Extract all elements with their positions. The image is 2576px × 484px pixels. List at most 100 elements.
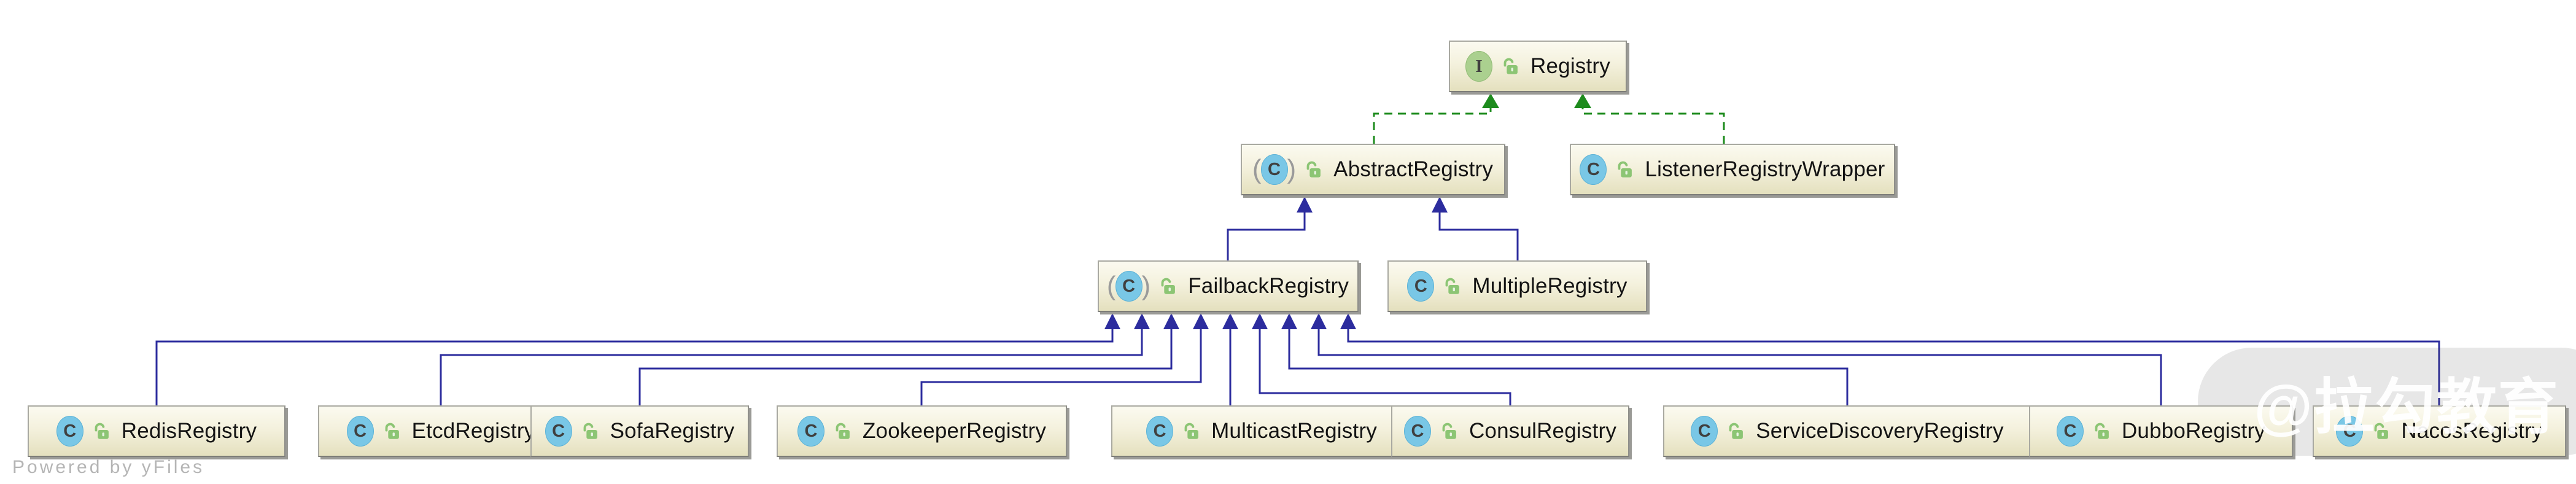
extends-edge-failback-registry-to-abstract-registry[interactable] (1227, 197, 1313, 260)
implements-arrowhead (1482, 93, 1499, 108)
class-name-label: ZookeeperRegistry (862, 419, 1047, 443)
class-name-label: Registry (1530, 54, 1610, 78)
class-node-sofa-registry[interactable]: C SofaRegistry (530, 405, 749, 457)
class-letter-badge: C (1115, 271, 1143, 302)
lock-icon (1503, 58, 1518, 74)
class-node-abstract-registry[interactable]: (C) AbstractRegistry (1241, 144, 1505, 195)
class-icon: C (1403, 416, 1431, 447)
lock-icon (2374, 423, 2389, 439)
class-letter-badge: C (346, 416, 374, 447)
interface-icon: I (1465, 51, 1493, 82)
class-node-etcd-registry[interactable]: C EtcdRegistry (318, 405, 564, 457)
class-icon: C (2336, 416, 2364, 447)
lock-icon (1729, 423, 1744, 439)
class-letter-badge: C (56, 416, 83, 447)
class-node-dubbo-registry[interactable]: C DubboRegistry (2029, 405, 2293, 457)
class-name-label: EtcdRegistry (411, 419, 535, 443)
class-node-multicast-registry[interactable]: C MulticastRegistry (1111, 405, 1412, 457)
lock-icon (1442, 423, 1456, 439)
class-node-zookeeper-registry[interactable]: C ZookeeperRegistry (777, 405, 1067, 457)
abstract-marker-open: ( (1252, 154, 1262, 184)
class-icon: C (797, 416, 824, 447)
class-letter-badge: C (545, 416, 572, 447)
extends-edge-redis-registry-to-failback-registry[interactable] (155, 313, 1120, 405)
extends-arrowhead (1297, 197, 1313, 213)
class-letter-badge: C (2056, 416, 2084, 447)
lock-icon (1618, 161, 1632, 178)
extends-edge-service-discovery-registry-to-failback-registry[interactable] (1281, 313, 1849, 405)
class-node-nacos-registry[interactable]: C NacosRegistry (2313, 405, 2566, 457)
class-letter-badge: C (1580, 154, 1607, 185)
class-name-label: ServiceDiscoveryRegistry (1756, 419, 2004, 443)
extends-arrowhead (1163, 313, 1179, 329)
abstract-marker-close: ) (1287, 154, 1297, 184)
lock-icon (2095, 423, 2109, 439)
extends-arrowhead (1252, 313, 1268, 329)
class-name-label: SofaRegistry (610, 419, 735, 443)
class-letter-badge: C (1691, 416, 1718, 447)
lock-icon (1161, 278, 1176, 294)
class-icon: C (346, 416, 374, 447)
extends-edge-dubbo-registry-to-failback-registry[interactable] (1311, 313, 2162, 405)
class-letter-badge: C (1260, 154, 1288, 185)
class-icon: (C) (1252, 154, 1297, 185)
class-icon: (C) (1106, 271, 1150, 302)
class-name-label: ListenerRegistryWrapper (1645, 157, 1885, 181)
class-node-failback-registry[interactable]: (C) FailbackRegistry (1098, 260, 1359, 312)
extends-arrowhead (1281, 313, 1297, 329)
class-icon: C (2056, 416, 2084, 447)
lock-icon (1445, 278, 1460, 294)
class-icon: C (1146, 416, 1174, 447)
class-letter-badge: C (1403, 416, 1431, 447)
class-node-consul-registry[interactable]: C ConsulRegistry (1391, 405, 1629, 457)
extends-edge-zookeeper-registry-to-failback-registry[interactable] (920, 313, 1209, 405)
extends-arrowhead (1340, 313, 1356, 329)
class-name-label: AbstractRegistry (1333, 157, 1494, 181)
extends-edge-etcd-registry-to-failback-registry[interactable] (440, 313, 1150, 405)
extends-edge-sofa-registry-to-failback-registry[interactable] (638, 313, 1179, 405)
class-letter-badge: C (797, 416, 824, 447)
powered-by-yfiles-label: Powered by yFiles (12, 457, 205, 477)
lock-icon (1184, 423, 1198, 439)
extends-edge-consul-registry-to-failback-registry[interactable] (1252, 313, 1511, 405)
extends-arrowhead (1193, 313, 1209, 329)
class-name-label: ConsulRegistry (1468, 419, 1617, 443)
class-letter-badge: C (2336, 416, 2364, 447)
class-icon: C (1691, 416, 1718, 447)
class-name-label: DubboRegistry (2121, 419, 2266, 443)
class-node-multiple-registry[interactable]: C MultipleRegistry (1387, 260, 1647, 312)
extends-edge-nacos-registry-to-failback-registry[interactable] (1340, 313, 2440, 405)
lock-icon (583, 423, 597, 439)
implements-edge-abstract-registry-to-registry[interactable] (1373, 93, 1499, 144)
class-letter-badge: C (1146, 416, 1174, 447)
class-icon: C (545, 416, 572, 447)
lock-icon (836, 423, 850, 439)
class-name-label: RedisRegistry (121, 419, 257, 443)
implements-arrowhead (1574, 93, 1591, 108)
class-node-registry[interactable]: I Registry (1449, 41, 1627, 92)
class-name-label: FailbackRegistry (1188, 274, 1349, 298)
class-node-service-discovery-registry[interactable]: C ServiceDiscoveryRegistry (1663, 405, 2031, 457)
extends-arrowhead (1104, 313, 1120, 329)
implements-edge-listener-registry-wrapper-to-registry[interactable] (1574, 93, 1725, 144)
lock-icon (385, 423, 399, 439)
class-node-redis-registry[interactable]: C RedisRegistry (28, 405, 285, 457)
interface-letter-badge: I (1465, 51, 1493, 82)
class-node-listener-registry-wrapper[interactable]: C ListenerRegistryWrapper (1570, 144, 1895, 195)
abstract-marker-open: ( (1106, 271, 1116, 301)
extends-edge-multiple-registry-to-abstract-registry[interactable] (1432, 197, 1519, 260)
extends-arrowhead (1432, 197, 1448, 213)
class-icon: C (1407, 271, 1435, 302)
extends-arrowhead (1311, 313, 1327, 329)
lock-icon (95, 423, 109, 439)
extends-edge-multicast-registry-to-failback-registry[interactable] (1222, 313, 1238, 405)
extends-arrowhead (1222, 313, 1238, 329)
extends-arrowhead (1134, 313, 1150, 329)
class-icon: C (1580, 154, 1607, 185)
class-name-label: MultipleRegistry (1472, 274, 1627, 298)
class-name-label: MulticastRegistry (1211, 419, 1377, 443)
class-icon: C (56, 416, 83, 447)
class-name-label: NacosRegistry (2401, 419, 2543, 443)
